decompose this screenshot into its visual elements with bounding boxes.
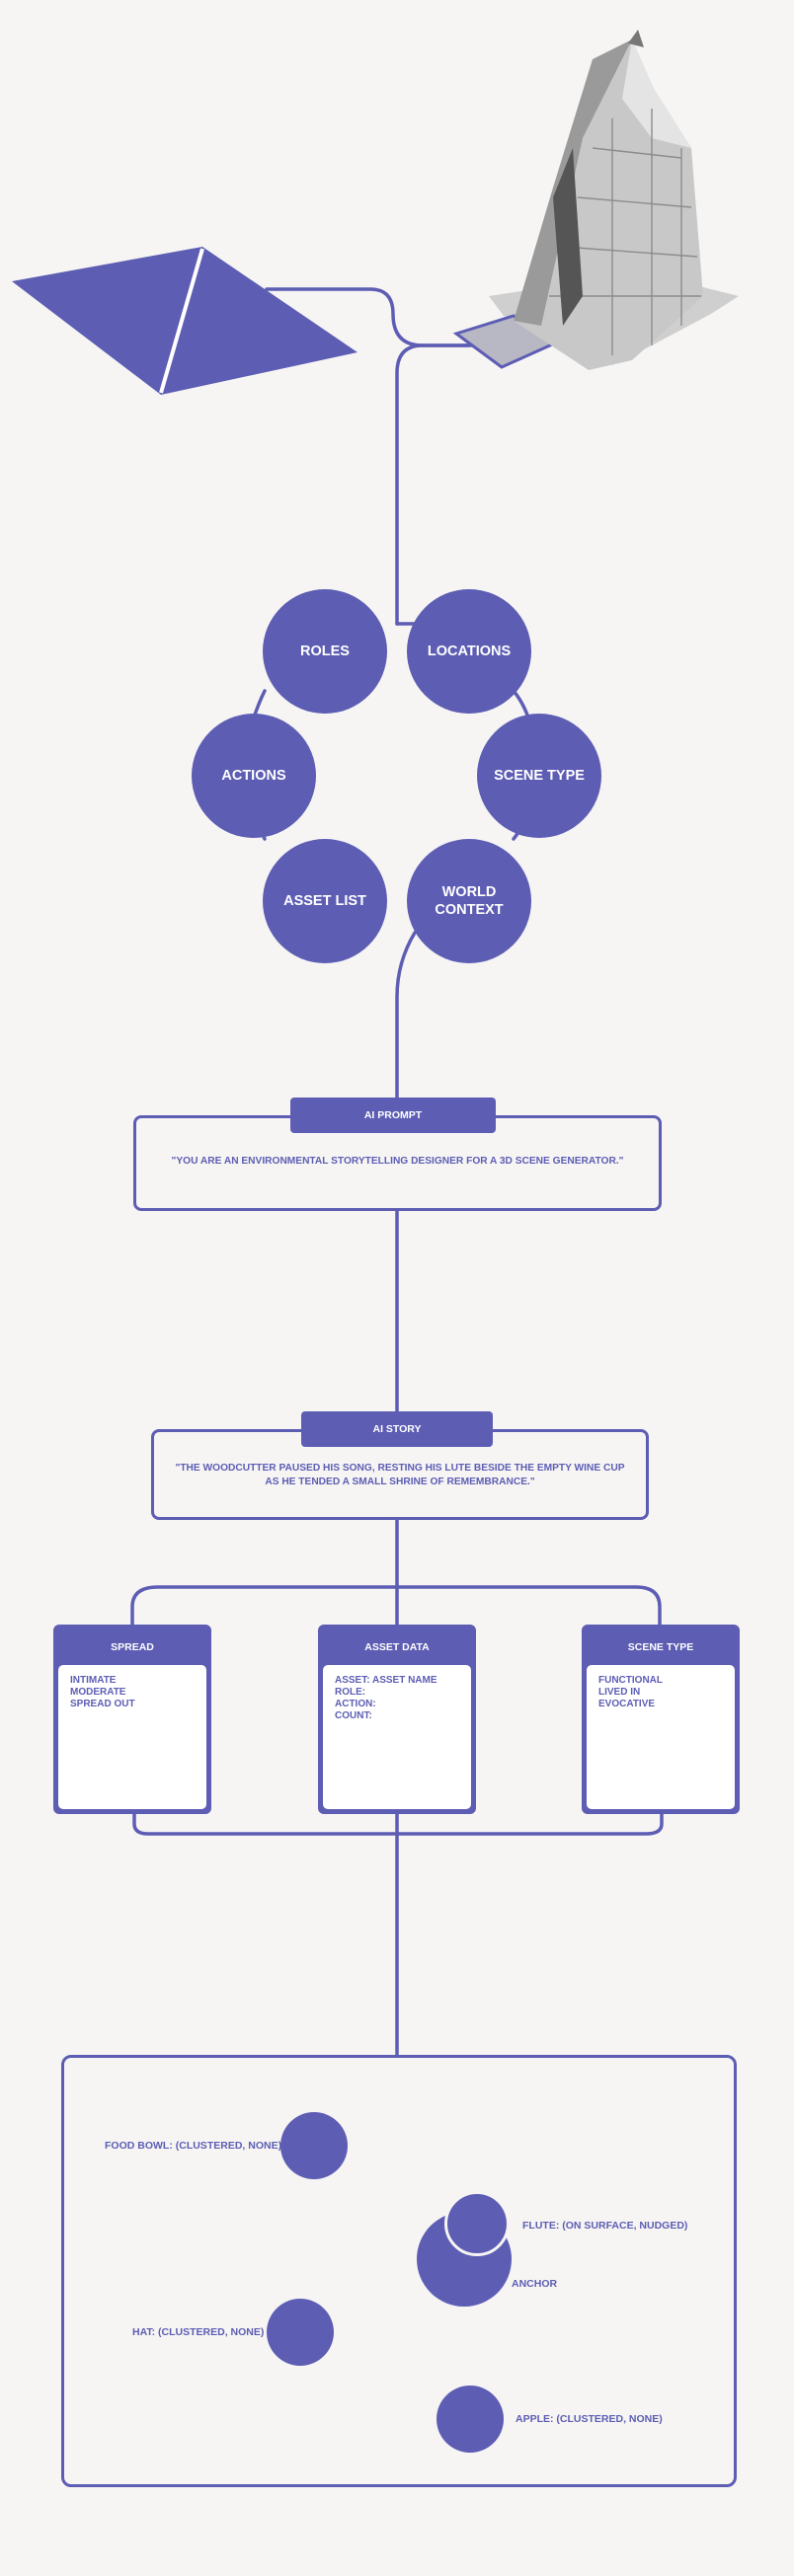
card-line: ACTION: [335, 1699, 376, 1709]
card-asset-data-body: ASSET: ASSET NAME ROLE: ACTION: COUNT: [323, 1665, 471, 1809]
node-asset-list-label: ASSET LIST [283, 893, 366, 909]
asset-marker-food-bowl[interactable] [280, 2112, 348, 2179]
asset-label-flute: FLUTE: (ON SURFACE, NUDGED) [522, 2220, 688, 2232]
ai-story-line1: "THE WOODCUTTER PAUSED HIS SONG, RESTING… [175, 1463, 625, 1474]
card-spread: SPREAD INTIMATE MODERATE SPREAD OUT [53, 1625, 211, 1814]
node-actions-label: ACTIONS [221, 768, 286, 784]
card-line: LIVED IN [598, 1687, 641, 1698]
node-locations-label: LOCATIONS [427, 644, 512, 659]
context-to-prompt [395, 931, 417, 1099]
node-roles-label: ROLES [300, 644, 350, 659]
card-line: MODERATE [70, 1687, 126, 1698]
house-model-icon [452, 30, 739, 370]
card-line: ASSET: ASSET NAME [335, 1675, 437, 1686]
card-line: SPREAD OUT [70, 1699, 135, 1709]
asset-label-anchor: ANCHOR [512, 2278, 558, 2290]
node-scene-type[interactable]: SCENE TYPE [477, 714, 601, 838]
ai-story-line2: AS HE TENDED A SMALL SHRINE OF REMEMBRAN… [265, 1477, 535, 1487]
scene-layout-box [61, 2055, 737, 2487]
node-world-context-line2: CONTEXT [435, 902, 504, 918]
node-world-context[interactable]: WORLD CONTEXT [407, 839, 531, 963]
ai-story-text: "THE WOODCUTTER PAUSED HIS SONG, RESTING… [163, 1462, 637, 1489]
node-actions[interactable]: ACTIONS [192, 714, 316, 838]
asset-label-hat: HAT: (CLUSTERED, NONE) [132, 2326, 265, 2338]
card-line: EVOCATIVE [598, 1699, 656, 1709]
card-line: COUNT: [335, 1710, 372, 1721]
node-asset-list[interactable]: ASSET LIST [263, 839, 387, 963]
card-line: ROLE: [335, 1687, 366, 1698]
card-scene-type-title: SCENE TYPE [627, 1641, 694, 1653]
node-scene-type-label: SCENE TYPE [494, 768, 585, 784]
asset-marker-apple[interactable] [437, 2386, 504, 2453]
asset-marker-flute[interactable] [444, 2191, 510, 2256]
node-locations[interactable]: LOCATIONS [407, 589, 531, 714]
roof-plane-icon [12, 247, 357, 395]
card-scene-type-body: FUNCTIONAL LIVED IN EVOCATIVE [587, 1665, 735, 1809]
trunk-top [395, 343, 516, 626]
ai-prompt-label: AI PROMPT [290, 1098, 496, 1133]
card-line: INTIMATE [70, 1675, 117, 1686]
card-scene-type: SCENE TYPE FUNCTIONAL LIVED IN EVOCATIVE [582, 1625, 740, 1814]
card-line: FUNCTIONAL [598, 1675, 663, 1686]
card-asset-data: ASSET DATA ASSET: ASSET NAME ROLE: ACTIO… [318, 1625, 476, 1814]
card-asset-data-title: ASSET DATA [364, 1641, 430, 1653]
ai-story-label: AI STORY [301, 1411, 493, 1447]
asset-marker-hat[interactable] [267, 2299, 334, 2366]
asset-label-food-bowl: FOOD BOWL: (CLUSTERED, NONE) [105, 2140, 282, 2152]
card-spread-body: INTIMATE MODERATE SPREAD OUT [58, 1665, 206, 1809]
node-roles[interactable]: ROLES [263, 589, 387, 714]
ai-prompt-text: "YOU ARE AN ENVIRONMENTAL STORYTELLING D… [171, 1156, 624, 1167]
node-world-context-line1: WORLD [441, 884, 497, 900]
cards-bracket-top [130, 1585, 662, 1629]
asset-label-apple: APPLE: (CLUSTERED, NONE) [516, 2413, 663, 2425]
card-spread-title: SPREAD [111, 1641, 154, 1653]
